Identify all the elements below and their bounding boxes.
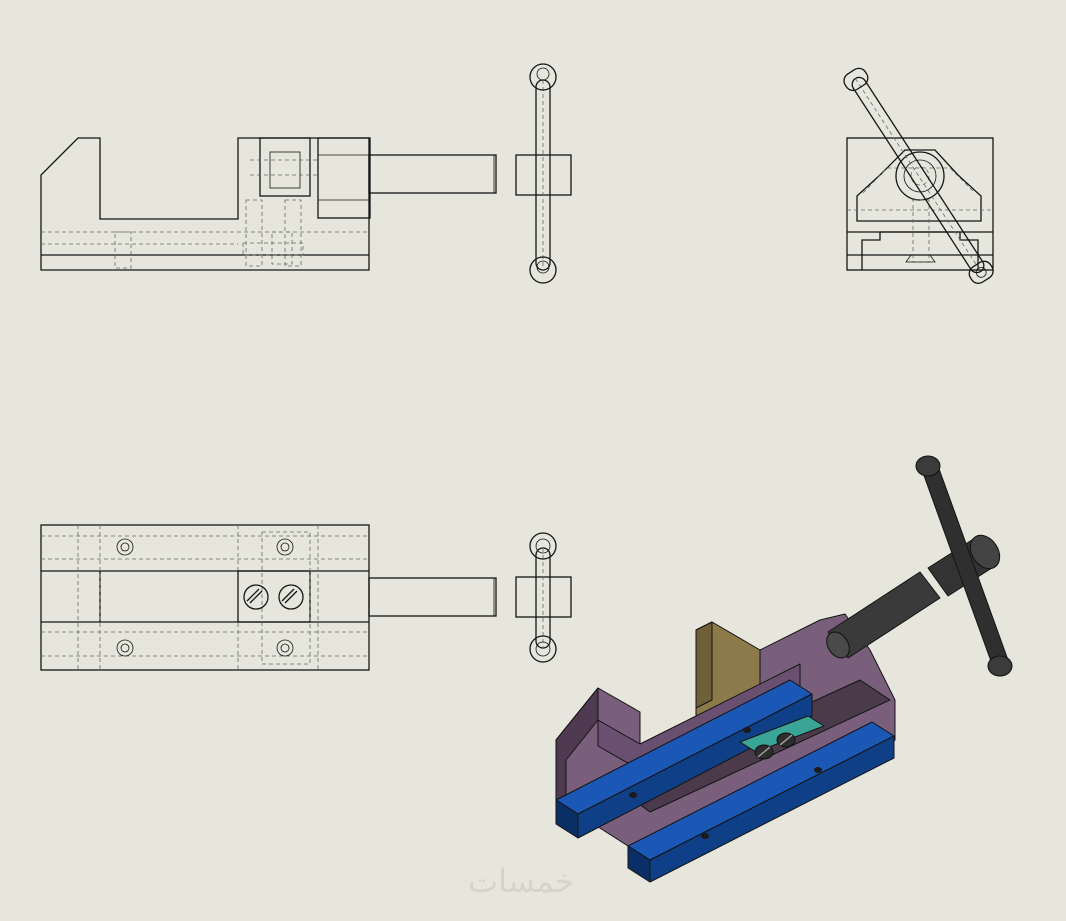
isometric-view [555, 455, 1013, 883]
watermark-text: خمسات [468, 862, 575, 900]
side-view [843, 67, 994, 284]
top-view [40, 524, 572, 671]
front-view [40, 63, 572, 284]
